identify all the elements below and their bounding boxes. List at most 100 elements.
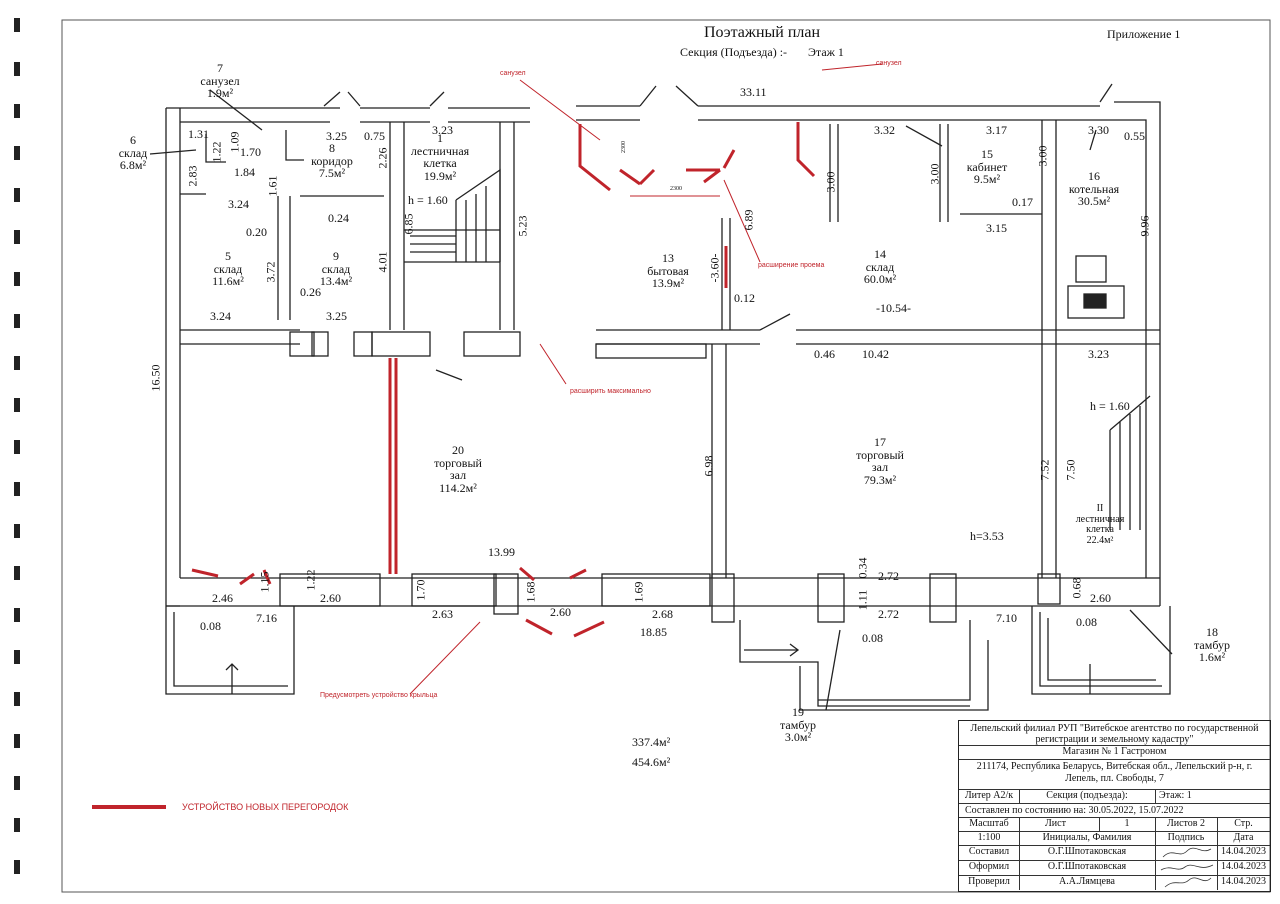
dim-label: 1.31 — [188, 127, 209, 141]
dim-label: h=3.53 — [970, 529, 1004, 543]
title-block: Лепельский филиал РУП "Витебское агентст… — [958, 720, 1271, 892]
dim-label: 6.89 — [741, 209, 756, 231]
dim-label: h = 1.60 — [408, 193, 448, 207]
annotation-expand-max: расширить максимально — [570, 388, 651, 395]
dim-label: 3.25 — [326, 309, 347, 323]
dim-label: 0.24 — [328, 211, 349, 225]
dim-label: 1.22 — [303, 569, 318, 591]
sheet-label: Лист — [1045, 818, 1066, 829]
dim-label: 0.12 — [734, 291, 755, 305]
dim-label: 1.69 — [631, 581, 646, 603]
dim-label: 3.00 — [823, 171, 838, 193]
dim-label: 2.60 — [550, 605, 571, 619]
title-block-object: Магазин № 1 Гастроном — [1062, 746, 1167, 757]
dim-label: 0.08 — [1076, 615, 1097, 629]
dim-label: 2.68 — [652, 607, 673, 621]
title-block-org-row: Лепельский филиал РУП "Витебское агентст… — [959, 721, 1270, 746]
dim-label: 1.68 — [523, 581, 538, 603]
legend-swatch — [92, 805, 166, 810]
sign-date: 14.04.2023 — [1221, 846, 1266, 857]
dim-label: 0.08 — [862, 631, 883, 645]
sign-date: 14.04.2023 — [1221, 861, 1266, 872]
dim-label: 5.23 — [515, 215, 530, 237]
total-area-1: 337.4м² — [632, 735, 671, 749]
dim-label: 0.17 — [1012, 195, 1033, 209]
dim-label: 1.09 — [227, 131, 242, 153]
dim-label: 3.24 — [210, 309, 231, 323]
signature-row: Оформил О.Г.Шпотаковская 14.04.2023 — [959, 860, 1270, 876]
dim-label: 9.96 — [1137, 215, 1152, 237]
sheet-value: 1 — [1124, 818, 1130, 829]
initials-label: Инициалы, Фамилия — [1042, 832, 1132, 843]
signature-mark — [1155, 875, 1218, 890]
dim-label: 33.11 — [740, 85, 767, 99]
dim-label: 2.60 — [1090, 591, 1111, 605]
page-label: Стр. — [1234, 818, 1253, 829]
scale-label: Масштаб — [969, 818, 1009, 829]
binder-holes — [14, 18, 20, 874]
dim-label: 0.75 — [364, 129, 385, 143]
dim-label: 7.16 — [256, 611, 277, 625]
title-block-liter: Литер А2/к — [964, 790, 1014, 801]
signature-row: Проверил А.А.Лямцева 14.04.2023 — [959, 875, 1270, 890]
dim-label: 0.26 — [300, 285, 321, 299]
dim-label: 3.00 — [1035, 145, 1050, 167]
total-area-2: 454.6м² — [632, 755, 671, 769]
dim-label: 3.17 — [986, 123, 1007, 137]
dim-label: 1.61 — [265, 175, 280, 197]
annotation-sanuzel: санузел — [500, 70, 526, 77]
dim-label: 7.10 — [996, 611, 1017, 625]
dim-label: -10.54- — [876, 301, 911, 315]
person-name: А.А.Лямцева — [1059, 876, 1115, 887]
dim-label: 3.72 — [263, 261, 278, 283]
dim-label: 4.01 — [375, 251, 390, 273]
annotation-porch: Предусмотреть устройство крыльца — [320, 692, 438, 699]
signature-label: Подпись — [1167, 832, 1205, 843]
dim-label: 3.24 — [228, 197, 249, 211]
dim-label: 1.22 — [209, 141, 224, 163]
dim-label: 3.23 — [432, 123, 453, 137]
dim-label: 0.46 — [814, 347, 835, 361]
dim-label: 2.26 — [375, 147, 390, 169]
date-label: Дата — [1233, 832, 1254, 843]
title-block-date: Составлен по состоянию на: 30.05.2022, 1… — [965, 805, 1184, 816]
dim-label: 7.52 — [1037, 459, 1052, 481]
dim-label: 2.72 — [878, 569, 899, 583]
dim-label: 6.98 — [701, 455, 716, 477]
dim-label: 3.00 — [927, 163, 942, 185]
dim-label: 2.83 — [185, 165, 200, 187]
appendix-label: Приложение 1 — [1107, 27, 1181, 41]
dim-label: 1.70 — [413, 579, 428, 601]
person-name: О.Г.Шпотаковская — [1047, 846, 1127, 857]
role: Оформил — [968, 861, 1010, 872]
annotation-expand-opening: расширение проема — [758, 262, 825, 269]
dim-label: 18.85 — [640, 625, 667, 639]
annotation-sanuzel: санузел — [876, 60, 902, 67]
section-label: Секция (Подъезда) :- — [680, 45, 788, 59]
dim-label: 3.32 — [874, 123, 895, 137]
dim-label: 2300 — [670, 186, 682, 192]
plan-title: Поэтажный план — [703, 24, 821, 41]
sign-date: 14.04.2023 — [1221, 876, 1266, 887]
sheets-label: Листов 2 — [1166, 818, 1206, 829]
dim-label: 2300 — [621, 141, 627, 153]
dim-label: 2.63 — [432, 607, 453, 621]
dim-label: 6.85 — [401, 213, 416, 235]
dim-label: -3.60- — [707, 253, 722, 283]
dim-label: 0.34 — [855, 557, 870, 579]
dim-label: 1.84 — [234, 165, 255, 179]
